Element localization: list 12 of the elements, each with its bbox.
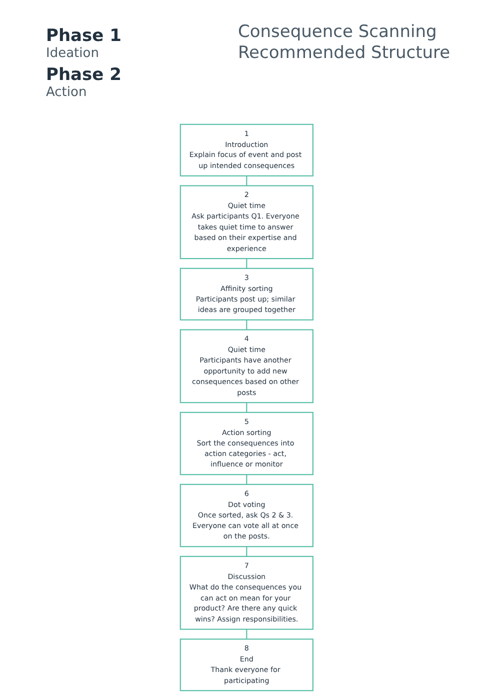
phase-subtitle: Action [46, 85, 88, 100]
phase-heading: Phase 1 [46, 26, 122, 46]
connector [246, 546, 248, 556]
connector [246, 474, 248, 484]
connector [246, 629, 248, 640]
phase-subtitle: Ideation [46, 46, 100, 61]
diagram-title: Consequence Scanning Recommended Structure [238, 22, 452, 64]
connector [246, 320, 248, 330]
connector [246, 258, 248, 268]
phase-heading: Phase 2 [46, 65, 122, 85]
connector [246, 402, 248, 412]
connector [246, 176, 248, 186]
